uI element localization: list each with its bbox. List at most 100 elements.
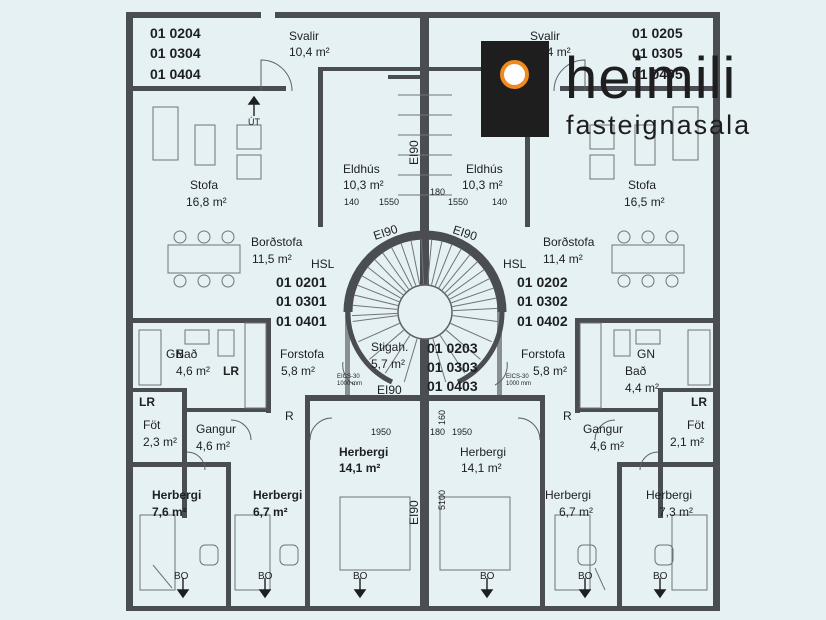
stair-tread (427, 239, 433, 285)
stair-tread (452, 297, 497, 308)
logo-subtitle: fasteignasala (566, 110, 752, 140)
eics-left: EICS-30 (337, 374, 360, 380)
logo-ring-icon (500, 60, 529, 89)
hsl-left: HSL (311, 257, 335, 271)
gangur-right-area: 4,6 m² (590, 439, 624, 453)
stair-tread (441, 254, 471, 291)
bo-1: BO (174, 571, 189, 582)
svalir-left-area: 10,4 m² (289, 45, 330, 59)
stair-tread (451, 287, 495, 304)
stair-tread (352, 315, 398, 323)
hsl-right: HSL (503, 257, 527, 271)
ei90-lower-vertical: EI90 (407, 500, 421, 525)
bo-4: BO (480, 571, 495, 582)
dimension-labels: 140 1550 180 1550 140 1950 180 1950 160 … (344, 187, 507, 510)
forstofa-right-name: Forstofa (521, 347, 565, 361)
unit-mid-right-3: 01 0402 (517, 313, 568, 329)
stigah-area: 5,7 m² (371, 357, 405, 371)
dim-160: 160 (437, 410, 447, 425)
r-left: R (285, 409, 294, 423)
ei90-bottom: EI90 (377, 383, 402, 397)
stair-tread (382, 252, 410, 290)
unit-top-left-2: 01 0304 (150, 45, 201, 61)
herbergi-center-left-area: 14,1 m² (339, 461, 380, 475)
ut-mark: ÚT (248, 117, 260, 127)
stair-tread (374, 258, 406, 293)
dim-5100: 5100 (437, 490, 447, 510)
dim-180-top: 180 (430, 187, 445, 197)
stair-tread (367, 266, 404, 296)
stair-tread (390, 246, 413, 288)
stigah-name: Stigah. (371, 340, 408, 354)
unit-top-right-3: 01 0405 (632, 66, 683, 82)
bordstofa-right-area: 11,4 m² (543, 252, 583, 266)
stair-tread (361, 275, 401, 299)
bordstofa-left-area: 11,5 m² (252, 252, 292, 266)
unit-mid-right-2: 01 0302 (517, 293, 568, 309)
bo-2: BO (258, 571, 273, 582)
dim-180-bottom: 180 (430, 427, 445, 437)
r-right: R (563, 409, 572, 423)
herbergi-center-left-name: Herbergi (339, 445, 388, 459)
stair-tread (420, 239, 425, 285)
bad-left-area: 4,6 m² (176, 364, 210, 378)
eldhus-right-name: Eldhús (466, 162, 503, 176)
stair-tread (353, 294, 398, 306)
bordstofa-left-name: Borðstofa (251, 235, 303, 249)
forstofa-left-name: Forstofa (280, 347, 324, 361)
herbergi-mid-left-name: Herbergi (253, 488, 302, 502)
herbergi-far-left-name: Herbergi (152, 488, 201, 502)
herbergi-far-right-area: 7,3 m² (659, 505, 693, 519)
eldhus-left-name: Eldhús (343, 162, 380, 176)
marks: HSL HSL LR LR LR GN GN R R ÚT BO BO BO B… (139, 117, 707, 582)
stair-tread (445, 329, 481, 360)
eics-right: EICS-30 (506, 374, 529, 380)
unit-stair-2: 01 0303 (427, 359, 478, 375)
stair-tread (410, 240, 421, 285)
forstofa-right-area: 5,8 m² (533, 364, 567, 378)
gangur-right-name: Gangur (583, 422, 623, 436)
herbergi-center-right-name: Herbergi (460, 445, 506, 459)
stair-tread (450, 322, 492, 343)
unit-stair-3: 01 0403 (427, 378, 478, 394)
eics-left-size: 1000 mm (337, 381, 362, 387)
unit-mid-left-1: 01 0201 (276, 274, 327, 290)
arrows (176, 95, 667, 599)
dim-1550-left: 1550 (379, 197, 399, 207)
bo-5: BO (578, 571, 593, 582)
dim-140-left: 140 (344, 197, 359, 207)
herbergi-far-right-name: Herbergi (646, 488, 692, 502)
fot-right-name: Föt (687, 418, 705, 432)
stair-tread (384, 335, 411, 374)
unit-mid-left-2: 01 0301 (276, 293, 327, 309)
unit-mid-right-1: 01 0202 (517, 274, 568, 290)
stair-tread (352, 312, 398, 317)
stair-tread (447, 269, 485, 297)
stair-tread (452, 307, 498, 312)
stair-tread (369, 329, 405, 360)
stair-tread (438, 248, 462, 288)
stair-tread (434, 243, 453, 287)
unit-top-right-1: 01 0205 (632, 25, 683, 41)
gangur-left-name: Gangur (196, 422, 236, 436)
fot-right-area: 2,1 m² (670, 435, 704, 449)
bad-left-name: Bað (176, 347, 198, 361)
stofa-right-area: 16,5 m² (624, 195, 665, 209)
bordstofa-right-name: Borðstofa (543, 235, 595, 249)
room-labels: Svalir 10,4 m² Svalir 10,4 m² Stofa 16,8… (143, 29, 705, 519)
ei90-top-vertical: EI90 (407, 140, 421, 165)
unit-top-right-2: 01 0305 (632, 45, 683, 61)
dim-1550-right: 1550 (448, 197, 468, 207)
stofa-right-name: Stofa (628, 178, 656, 192)
eics-right-size: 1000 mm (506, 381, 531, 387)
eldhus-left-area: 10,3 m² (343, 178, 384, 192)
eldhus-right-area: 10,3 m² (462, 178, 503, 192)
lr-left-fot: LR (139, 395, 155, 409)
doors (186, 59, 659, 471)
unit-mid-left-3: 01 0401 (276, 313, 327, 329)
forstofa-left-area: 5,8 m² (281, 364, 315, 378)
svalir-left-name: Svalir (289, 29, 319, 43)
stair-tread (358, 322, 400, 343)
gangur-left-area: 4,6 m² (196, 439, 230, 453)
